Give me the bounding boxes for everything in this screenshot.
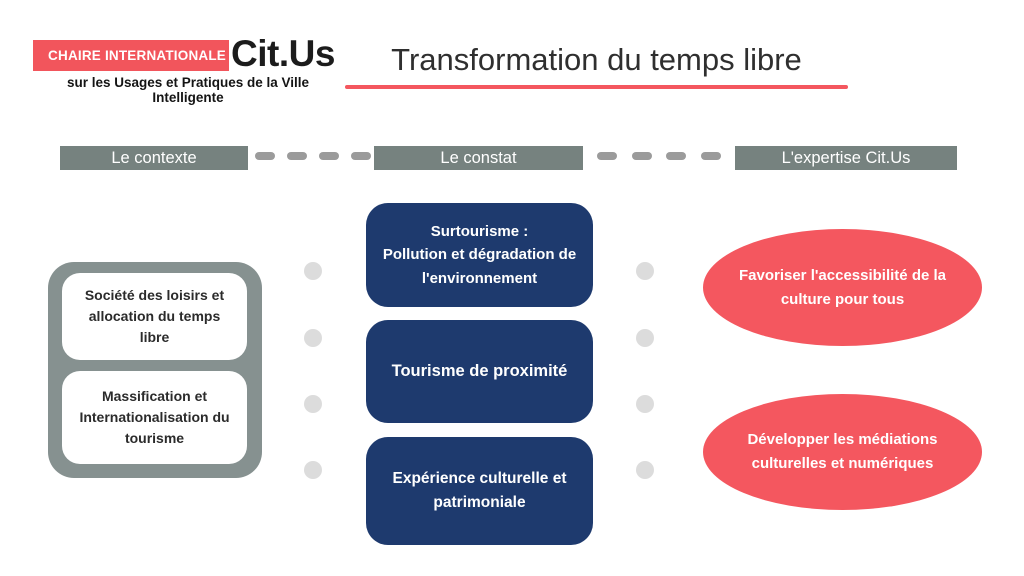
stage-header-constat: Le constat	[374, 146, 583, 170]
connector-dot	[636, 461, 654, 479]
stage-header-expertise: L'expertise Cit.Us	[735, 146, 957, 170]
stage-header-contexte: Le contexte	[60, 146, 248, 170]
dash-icon	[319, 151, 339, 160]
connector-dot	[304, 461, 322, 479]
constat-box: Tourisme de proximité	[366, 320, 593, 423]
dash-connector-right	[597, 151, 721, 160]
context-card: Massification et Internationalisation du…	[62, 371, 247, 464]
dash-icon	[700, 151, 721, 160]
connector-dot	[636, 262, 654, 280]
dash-icon	[255, 151, 275, 160]
connector-dot	[636, 329, 654, 347]
dash-icon	[287, 151, 307, 160]
page-title: Transformation du temps libre	[391, 42, 802, 77]
expertise-ellipse: Favoriser l'accessibilité de la culture …	[703, 229, 982, 346]
logo-tagline: sur les Usages et Pratiques de la Ville …	[66, 75, 310, 105]
dash-icon	[351, 151, 371, 160]
expertise-ellipse: Développer les médiations culturelles et…	[703, 394, 982, 510]
constat-box: Surtourisme : Pollution et dégradation d…	[366, 203, 593, 307]
connector-dot	[304, 262, 322, 280]
connector-dot	[636, 395, 654, 413]
connector-dot	[304, 329, 322, 347]
title-underline	[345, 85, 848, 89]
logo-brand-text: Cit.Us	[231, 33, 335, 74]
dash-icon	[631, 151, 652, 160]
connector-dot	[304, 395, 322, 413]
dash-icon	[597, 151, 617, 160]
context-card: Société des loisirs et allocation du tem…	[62, 273, 247, 360]
constat-box: Expérience culturelle et patrimoniale	[366, 437, 593, 545]
dash-icon	[666, 151, 687, 160]
dash-connector-left	[255, 151, 371, 160]
logo-badge: CHAIRE INTERNATIONALE	[33, 40, 229, 71]
